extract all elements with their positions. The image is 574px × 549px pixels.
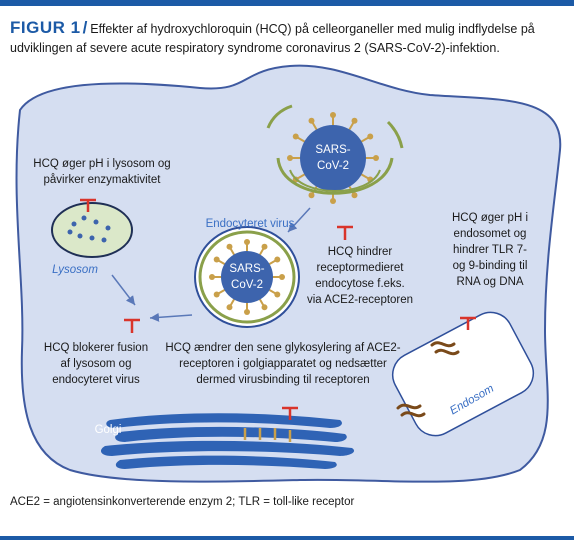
hcq-inhibitor-endosome xyxy=(460,316,476,330)
endocytosed-virus-vesicle xyxy=(194,226,300,328)
spike-tip xyxy=(274,256,281,263)
spike-tip xyxy=(261,304,268,311)
spike-tip xyxy=(226,304,233,311)
spike-tip xyxy=(373,155,379,161)
golgi-label: Golgi xyxy=(94,424,122,436)
hcq-fusion-text: HCQ blokerer fusion af lysosom og endocy… xyxy=(43,342,149,386)
tlr-receptor-upper xyxy=(430,341,460,356)
spike-tip xyxy=(213,256,220,263)
golgi-ace2-receptors xyxy=(243,428,292,442)
membrane-arc-top-right xyxy=(386,120,404,149)
hcq-inhibitor-golgi xyxy=(282,406,298,420)
footnote: ACE2 = angiotensinkonverterende enzym 2;… xyxy=(10,496,355,508)
spike-tip xyxy=(244,239,250,245)
hcq-glykosylering-text: HCQ ændrer den sene glykosylering af ACE… xyxy=(165,342,401,386)
lysosome xyxy=(51,202,133,258)
hcq-endocytose-text: HCQ hindrer receptormedieret endocytose … xyxy=(306,246,414,306)
bottom-accent-bar xyxy=(0,536,574,540)
hcq-endosom-ph-text: HCQ øger pH i endosomet og hindrer TLR 7… xyxy=(451,212,529,288)
spike-tip xyxy=(330,112,336,118)
endosome xyxy=(391,311,535,437)
tlr-receptor-lower xyxy=(396,403,426,418)
spike-tip xyxy=(261,243,268,250)
virus-inner-label: SARS- CoV-2 xyxy=(229,263,265,291)
lysosom-label: Lysosom xyxy=(52,264,98,276)
spike-tip xyxy=(244,309,250,315)
hcq-inhibitor-endocytosis xyxy=(337,225,353,240)
hcq-lysosom-ph-text: HCQ øger pH i lysosom og påvirker enzyma… xyxy=(33,158,171,186)
figure-caption: Effekter af hydroxychloroquin (HCQ) på c… xyxy=(10,22,535,55)
spike-tip xyxy=(351,117,358,124)
figure-label: FIGUR 1 xyxy=(10,18,81,37)
spike-tip xyxy=(292,133,299,140)
spike-tip xyxy=(209,274,215,280)
virus-outer-label: SARS- CoV-2 xyxy=(315,144,351,172)
spike-tip xyxy=(367,133,374,140)
arrow-lysosome-to-fusion xyxy=(111,274,136,306)
top-accent-bar xyxy=(0,0,574,6)
endocyteret-virus-label: Endocyteret virus xyxy=(205,218,295,230)
endocytosis-membrane-arc-inner xyxy=(289,169,381,192)
arrow-vesicle-to-fusion xyxy=(149,312,193,322)
spike-tip xyxy=(279,274,285,280)
spike-tip xyxy=(330,198,336,204)
hcq-inhibitor-lysosome xyxy=(80,198,96,212)
spike-tip xyxy=(226,243,233,250)
spike-tip xyxy=(274,291,281,298)
endocytosis-membrane-arc xyxy=(276,157,394,195)
spike-tip xyxy=(351,192,358,199)
figure-title: FIGUR 1/Effekter af hydroxychloroquin (H… xyxy=(10,18,566,58)
hcq-inhibitor-fusion xyxy=(124,318,140,333)
golgi-apparatus xyxy=(100,413,355,469)
arrow-virus-to-vesicle xyxy=(287,207,311,233)
spike-tip xyxy=(308,117,315,124)
figure-slash: / xyxy=(82,18,88,37)
spike-tip xyxy=(287,155,293,161)
membrane-arc-top-left xyxy=(266,104,293,129)
spike-tip xyxy=(213,291,220,298)
spike-tip xyxy=(308,192,315,199)
spike-proteins-inner xyxy=(209,239,285,315)
lysosome-enzymes xyxy=(67,215,111,243)
